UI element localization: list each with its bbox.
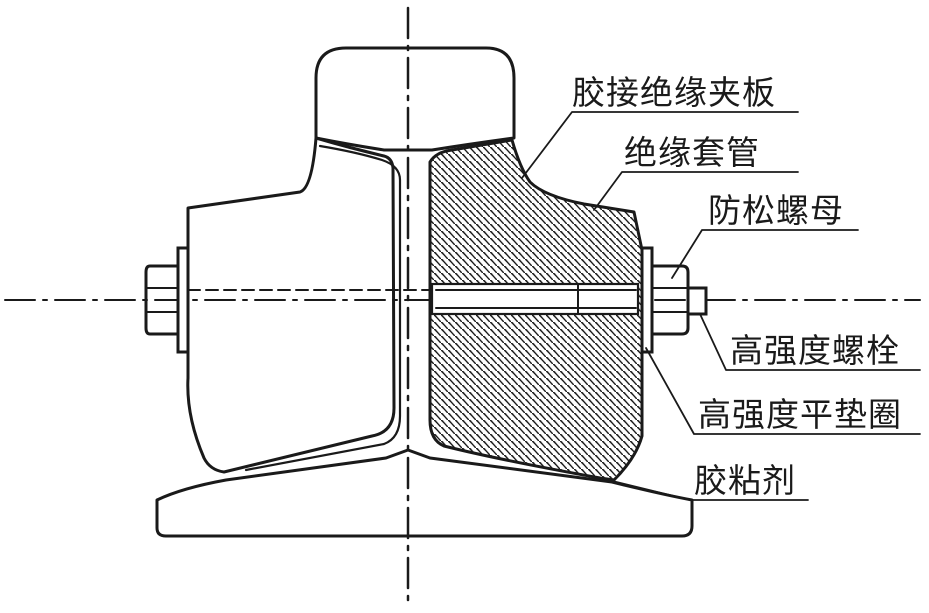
left-splice-bar-inner-edge bbox=[244, 144, 402, 472]
label-high-strength-bolt: 高强度螺栓 bbox=[730, 331, 900, 370]
rail-head bbox=[314, 46, 516, 152]
left-bolt-head bbox=[144, 264, 180, 336]
label-glued-insulated-splice-bar: 胶接绝缘夹板 bbox=[572, 73, 776, 112]
leader-sleeve bbox=[593, 171, 799, 211]
label-adhesive: 胶粘剂 bbox=[694, 461, 796, 500]
leader-washer bbox=[645, 347, 921, 435]
label-high-strength-flat-washer: 高强度平垫圈 bbox=[698, 395, 902, 434]
label-locking-nut: 防松螺母 bbox=[708, 191, 844, 230]
leader-nut bbox=[671, 229, 859, 279]
leader-adhesive bbox=[599, 477, 809, 501]
label-insulating-sleeve: 绝缘套管 bbox=[624, 133, 760, 172]
leader-bolt bbox=[699, 313, 921, 371]
bolt-end bbox=[686, 286, 708, 316]
leader-splice-bar bbox=[521, 111, 799, 179]
bolt-hole bbox=[430, 282, 640, 316]
locking-nut-shape bbox=[650, 264, 690, 336]
left-splice-bar bbox=[186, 136, 396, 474]
